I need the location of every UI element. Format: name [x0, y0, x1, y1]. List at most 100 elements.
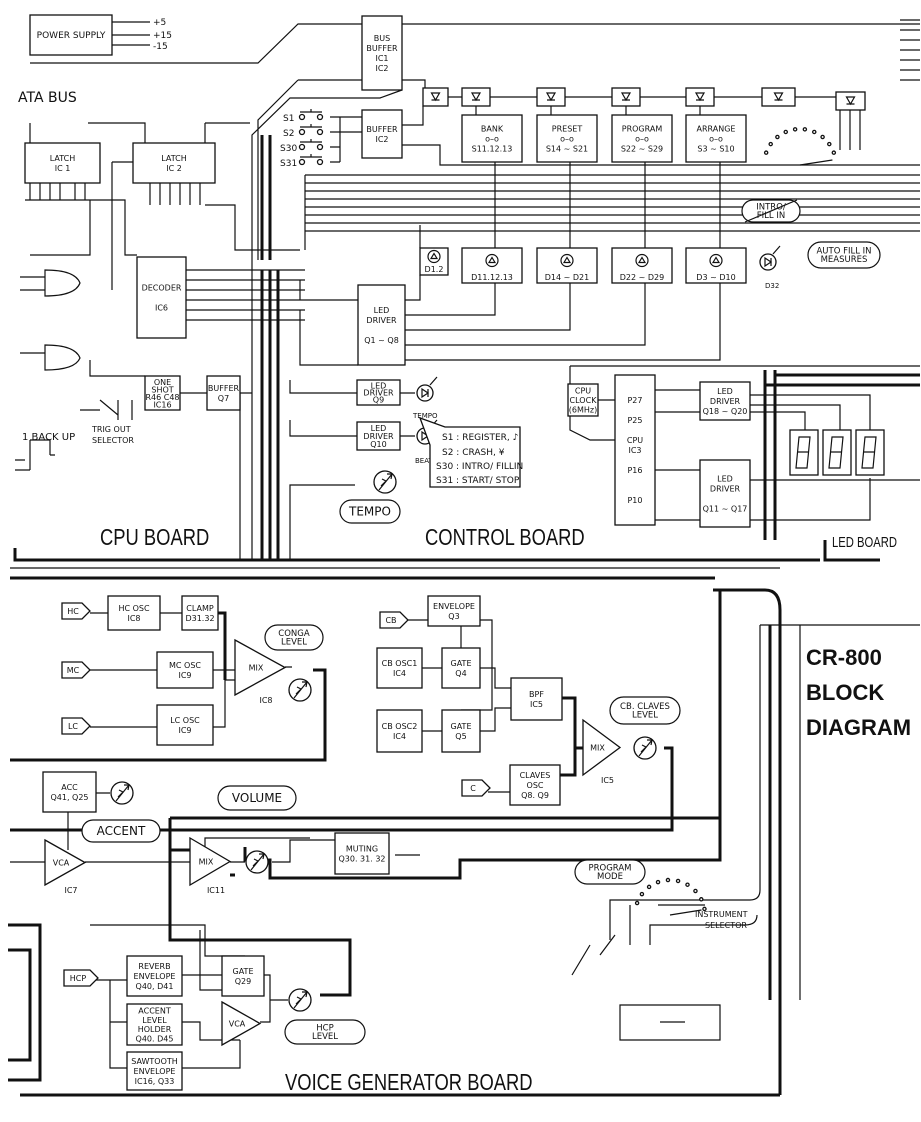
- potentiometer-icon[interactable]: [110, 781, 134, 805]
- title-line-2: BLOCK: [806, 680, 884, 705]
- block-label: LC OSC: [170, 716, 200, 725]
- block-label: IC16: [153, 400, 171, 409]
- block-label: CPU: [627, 436, 643, 445]
- diode-box: [761, 87, 796, 107]
- block-label: Q40, D41: [136, 982, 174, 991]
- block-label: D1.2: [425, 265, 444, 274]
- oval-text: LEVEL: [632, 711, 658, 721]
- potentiometer-icon[interactable]: [288, 988, 312, 1012]
- block-label: IC3: [628, 446, 641, 455]
- block-label: PROGRAM: [622, 125, 663, 134]
- block-label: BUS: [374, 34, 390, 43]
- block-label: SAWTOOTH: [131, 1057, 178, 1066]
- voice-board-label: VOICE GENERATOR BOARD: [285, 1070, 533, 1095]
- potentiometer-icon[interactable]: [373, 470, 397, 494]
- block-label: Q41, Q25: [50, 793, 88, 802]
- block-label: BPF: [529, 690, 544, 699]
- auto-fill-measures-selector[interactable]: [763, 127, 837, 166]
- block-label: ENVELOPE: [433, 602, 475, 611]
- block-label: DRIVER: [710, 485, 741, 494]
- block-label: (6MHz): [569, 405, 597, 414]
- tag-label: HCP: [70, 974, 87, 983]
- tag-label: LC: [68, 722, 78, 731]
- block-label: Q40. D45: [136, 1034, 174, 1043]
- block-label: IC 1: [55, 164, 71, 173]
- potentiometer-icon[interactable]: [245, 850, 269, 874]
- accent-oval-label: ACCENT: [81, 819, 161, 843]
- oval-text: MEASURES: [821, 255, 868, 265]
- potentiometer-icon[interactable]: [288, 678, 312, 702]
- hcp-input-tag: HCP: [63, 969, 99, 987]
- block-label: CLAVES: [520, 771, 551, 780]
- hc-input-tag: HC: [61, 602, 91, 620]
- diode-box: [835, 91, 866, 111]
- d22-block: D22 ~ D29: [611, 247, 673, 284]
- switch-s30-label: S30: [280, 144, 297, 154]
- oval-text: PROGRAM: [588, 864, 631, 874]
- switch-icon: [298, 124, 324, 136]
- legend-line: S30 : INTRO/ FILLIN: [436, 462, 523, 472]
- led-icon: [416, 376, 438, 402]
- block-label: IC8: [127, 614, 140, 623]
- control-board-label: CONTROL BOARD: [425, 525, 585, 550]
- tag-label: MC: [67, 666, 80, 675]
- oval-text: VOLUME: [232, 791, 282, 805]
- switch-s1-label: S1: [283, 114, 294, 124]
- d14-block: D14 ~ D21: [536, 247, 598, 284]
- diode-box: [422, 87, 449, 107]
- diode-box: [685, 87, 715, 107]
- power-output-15v: +15: [153, 31, 172, 41]
- block-label: ONE: [154, 378, 171, 387]
- cb-input-tag: CB: [379, 611, 409, 629]
- block-label: R46 C48: [145, 393, 179, 402]
- tempo-oval-label: TEMPO: [339, 499, 401, 524]
- block-label: GATE: [451, 659, 472, 668]
- block-label: Q1 ~ Q8: [364, 336, 399, 345]
- amp-ic-label: IC8: [259, 696, 272, 705]
- block-label: S11.12.13: [472, 145, 513, 154]
- block-label: BANK: [481, 125, 504, 134]
- d32-label: D32: [765, 282, 779, 290]
- block-label: IC1: [375, 54, 388, 63]
- instrument-selector[interactable]: [634, 877, 707, 916]
- block-label: ACCENT: [138, 1007, 171, 1016]
- c-input-tag: C: [461, 779, 491, 797]
- block-label: ENVELOPE: [134, 1067, 176, 1076]
- block-label: Q8. Q9: [521, 791, 549, 800]
- amp-ic-label: IC11: [207, 886, 225, 895]
- block-label: IC9: [178, 671, 191, 680]
- switch-s2-label: S2: [283, 129, 294, 139]
- potentiometer-icon[interactable]: [633, 736, 657, 760]
- backup-label: 1 BACK UP: [22, 432, 75, 443]
- amp-ic-label: IC5: [601, 776, 614, 785]
- oval-text: INTRO/: [756, 203, 786, 213]
- oval-text: CB. CLAVES: [620, 702, 670, 712]
- amp-label: MIX: [590, 744, 605, 753]
- block-label: GATE: [233, 967, 254, 976]
- oval-text: HCP: [316, 1024, 333, 1034]
- block-label: S22 ~ S29: [621, 145, 663, 154]
- block-label: OSC: [527, 781, 544, 790]
- switch-legend: S1 : REGISTER, ♪ S2 : CRASH, ¥ S30 : INT…: [418, 416, 523, 488]
- block-label: DRIVER: [366, 316, 397, 325]
- block-label: MUTING: [346, 845, 378, 854]
